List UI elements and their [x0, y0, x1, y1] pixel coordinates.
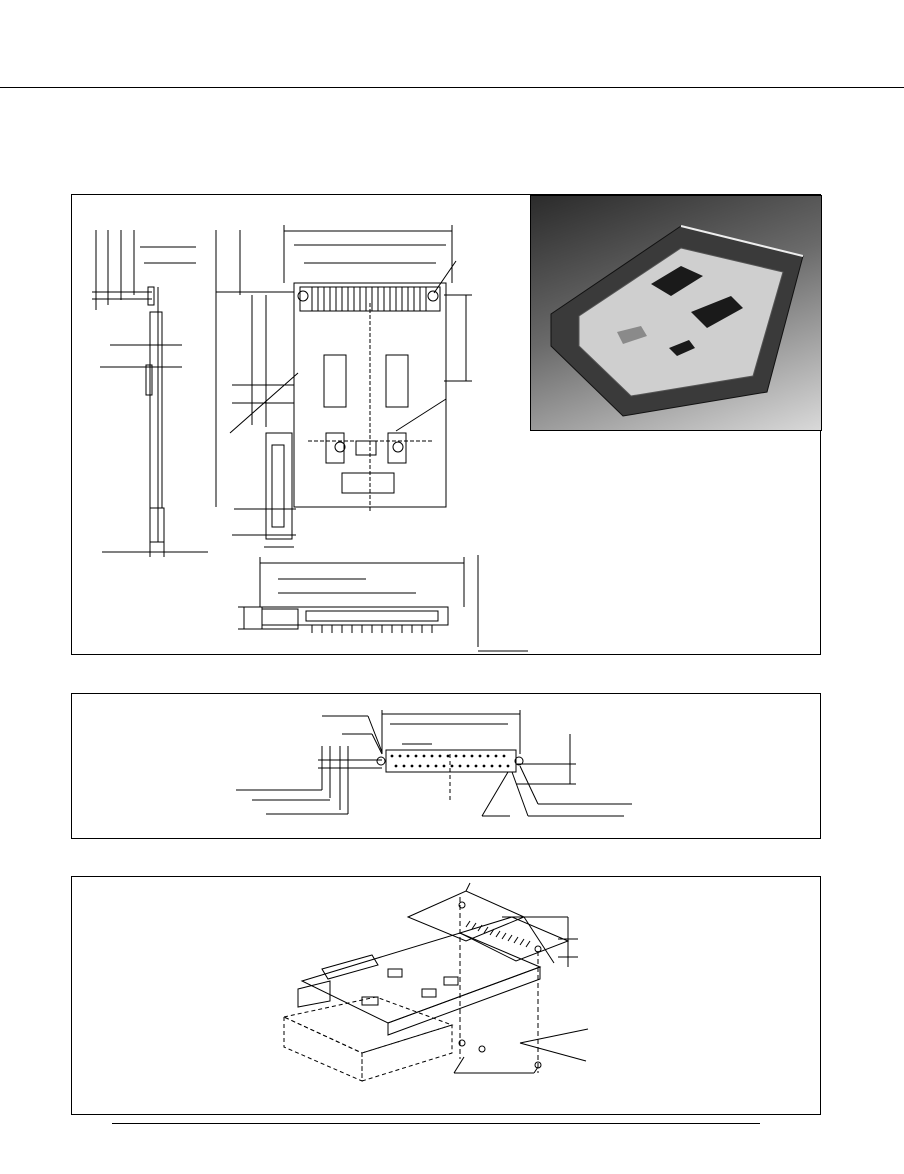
header-rule	[0, 87, 904, 88]
product-photo	[530, 195, 822, 431]
dimensional-drawing	[92, 225, 528, 652]
contact-pins-top	[311, 287, 427, 311]
pcb-mounting-pattern	[236, 710, 632, 817]
connector-pins-assembly	[465, 920, 531, 948]
connector-photo-illustration	[550, 225, 804, 417]
front-view	[238, 555, 528, 652]
top-view	[215, 225, 472, 548]
side-view	[92, 230, 208, 557]
contact-pins-bottom	[311, 625, 433, 633]
footer-rule	[112, 1123, 760, 1124]
pad-grid	[390, 754, 510, 768]
assembly-view-panel	[71, 876, 821, 1115]
pcb-mounting-pattern-panel	[71, 693, 821, 839]
assembly-view	[282, 882, 589, 1082]
dimensional-drawing-panel	[71, 194, 822, 655]
